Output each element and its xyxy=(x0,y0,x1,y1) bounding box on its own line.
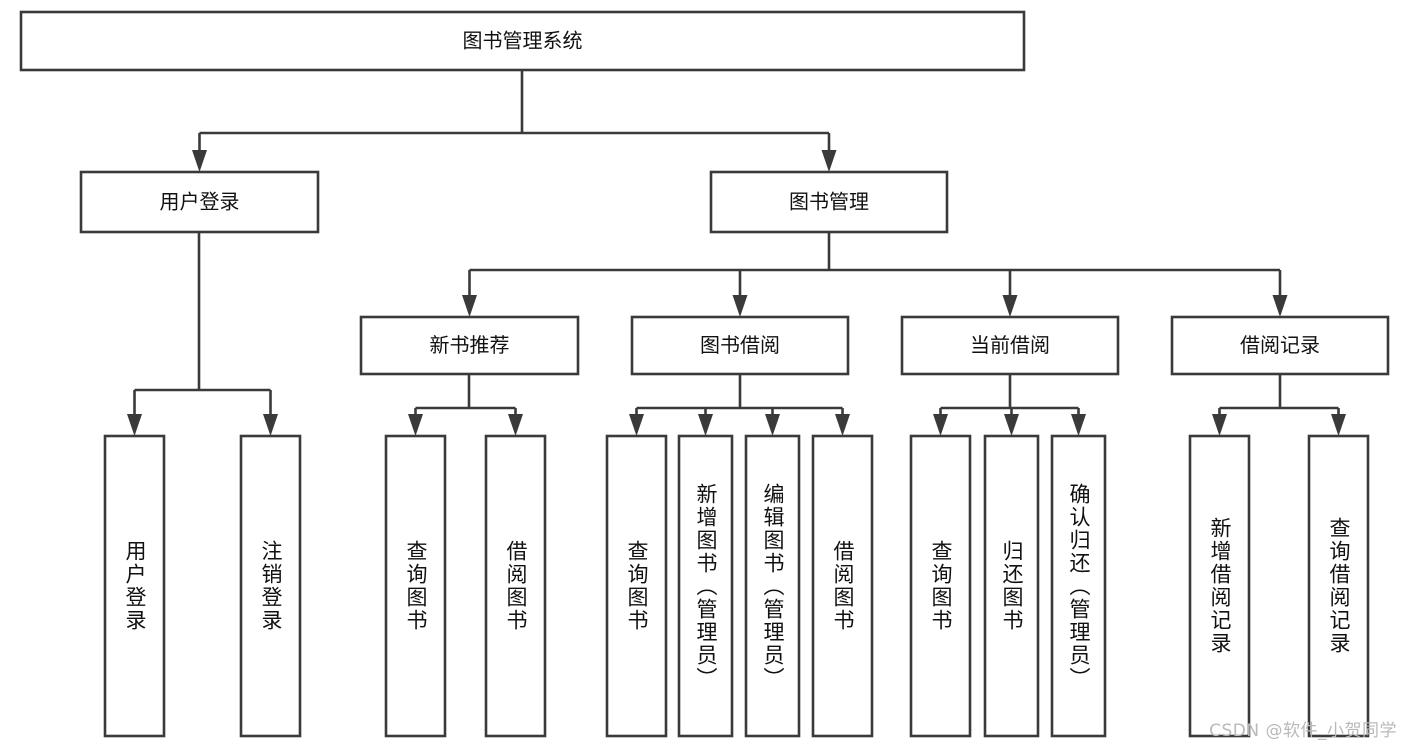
arrow-head-icon xyxy=(508,414,523,436)
node-box-leaf-return-book[interactable] xyxy=(983,434,1040,738)
node-label-current-borrow: 当前借阅 xyxy=(970,333,1050,357)
node-label-new-book-recommend: 新书推荐 xyxy=(430,333,510,357)
arrow-head-icon xyxy=(698,414,713,436)
csdn-watermark: CSDN @软件_小贺同学 xyxy=(1209,721,1397,741)
node-box-leaf-add-record[interactable] xyxy=(1188,434,1251,738)
arrow-head-icon xyxy=(462,295,477,317)
node-box-leaf-query-book-3[interactable] xyxy=(909,434,972,738)
arrow-head-icon xyxy=(1212,414,1227,436)
connector-group-root xyxy=(192,70,837,172)
arrow-head-icon xyxy=(1331,414,1346,436)
connectors-layer xyxy=(127,70,1346,436)
arrow-head-icon xyxy=(821,150,837,172)
arrow-head-icon xyxy=(732,295,748,317)
node-box-borrow-record[interactable] xyxy=(1170,315,1390,376)
node-box-current-borrow[interactable] xyxy=(900,315,1120,376)
node-box-new-book-recommend[interactable] xyxy=(359,315,580,376)
node-box-leaf-query-record[interactable] xyxy=(1307,434,1370,738)
node-label-user-login: 用户登录 xyxy=(160,190,240,214)
node-box-leaf-query-book-2[interactable] xyxy=(605,434,668,738)
connector-group-borrow-record xyxy=(1212,374,1346,436)
connector-group-new-book-recommend xyxy=(408,374,523,436)
node-box-leaf-borrow-book-1[interactable] xyxy=(484,434,547,738)
arrow-head-icon xyxy=(933,414,948,436)
node-box-book-borrow[interactable] xyxy=(630,315,850,376)
arrow-head-icon xyxy=(263,414,278,436)
node-box-user-login[interactable] xyxy=(79,170,320,234)
arrow-head-icon xyxy=(1071,414,1086,436)
connector-group-book-manage xyxy=(462,232,1288,317)
arrow-head-icon xyxy=(765,414,780,436)
node-label-book-borrow: 图书借阅 xyxy=(700,333,780,357)
connector-group-book-borrow xyxy=(629,374,850,436)
node-box-leaf-borrow-book-2[interactable] xyxy=(811,434,874,738)
arrow-head-icon xyxy=(408,414,423,436)
node-box-leaf-user-logout[interactable] xyxy=(239,434,302,738)
node-box-leaf-add-book[interactable] xyxy=(677,434,734,738)
node-box-leaf-user-login[interactable] xyxy=(103,434,166,738)
node-label-book-manage: 图书管理 xyxy=(789,190,869,214)
node-box-root[interactable] xyxy=(19,10,1026,72)
arrow-head-icon xyxy=(1004,414,1019,436)
node-label-root: 图书管理系统 xyxy=(463,29,583,53)
connector-group-current-borrow xyxy=(933,374,1086,436)
node-label-borrow-record: 借阅记录 xyxy=(1240,333,1320,357)
node-box-leaf-edit-book[interactable] xyxy=(744,434,801,738)
node-box-leaf-confirm-return[interactable] xyxy=(1050,434,1107,738)
arrow-head-icon xyxy=(629,414,644,436)
arrow-head-icon xyxy=(127,414,142,436)
node-box-leaf-query-book-1[interactable] xyxy=(384,434,447,738)
arrow-head-icon xyxy=(1002,295,1018,317)
nodes-layer xyxy=(19,10,1390,738)
arrow-head-icon xyxy=(835,414,850,436)
arrow-head-icon xyxy=(192,150,207,172)
connector-group-user-login xyxy=(127,232,278,436)
node-box-book-manage[interactable] xyxy=(709,170,949,234)
arrow-head-icon xyxy=(1272,295,1288,317)
